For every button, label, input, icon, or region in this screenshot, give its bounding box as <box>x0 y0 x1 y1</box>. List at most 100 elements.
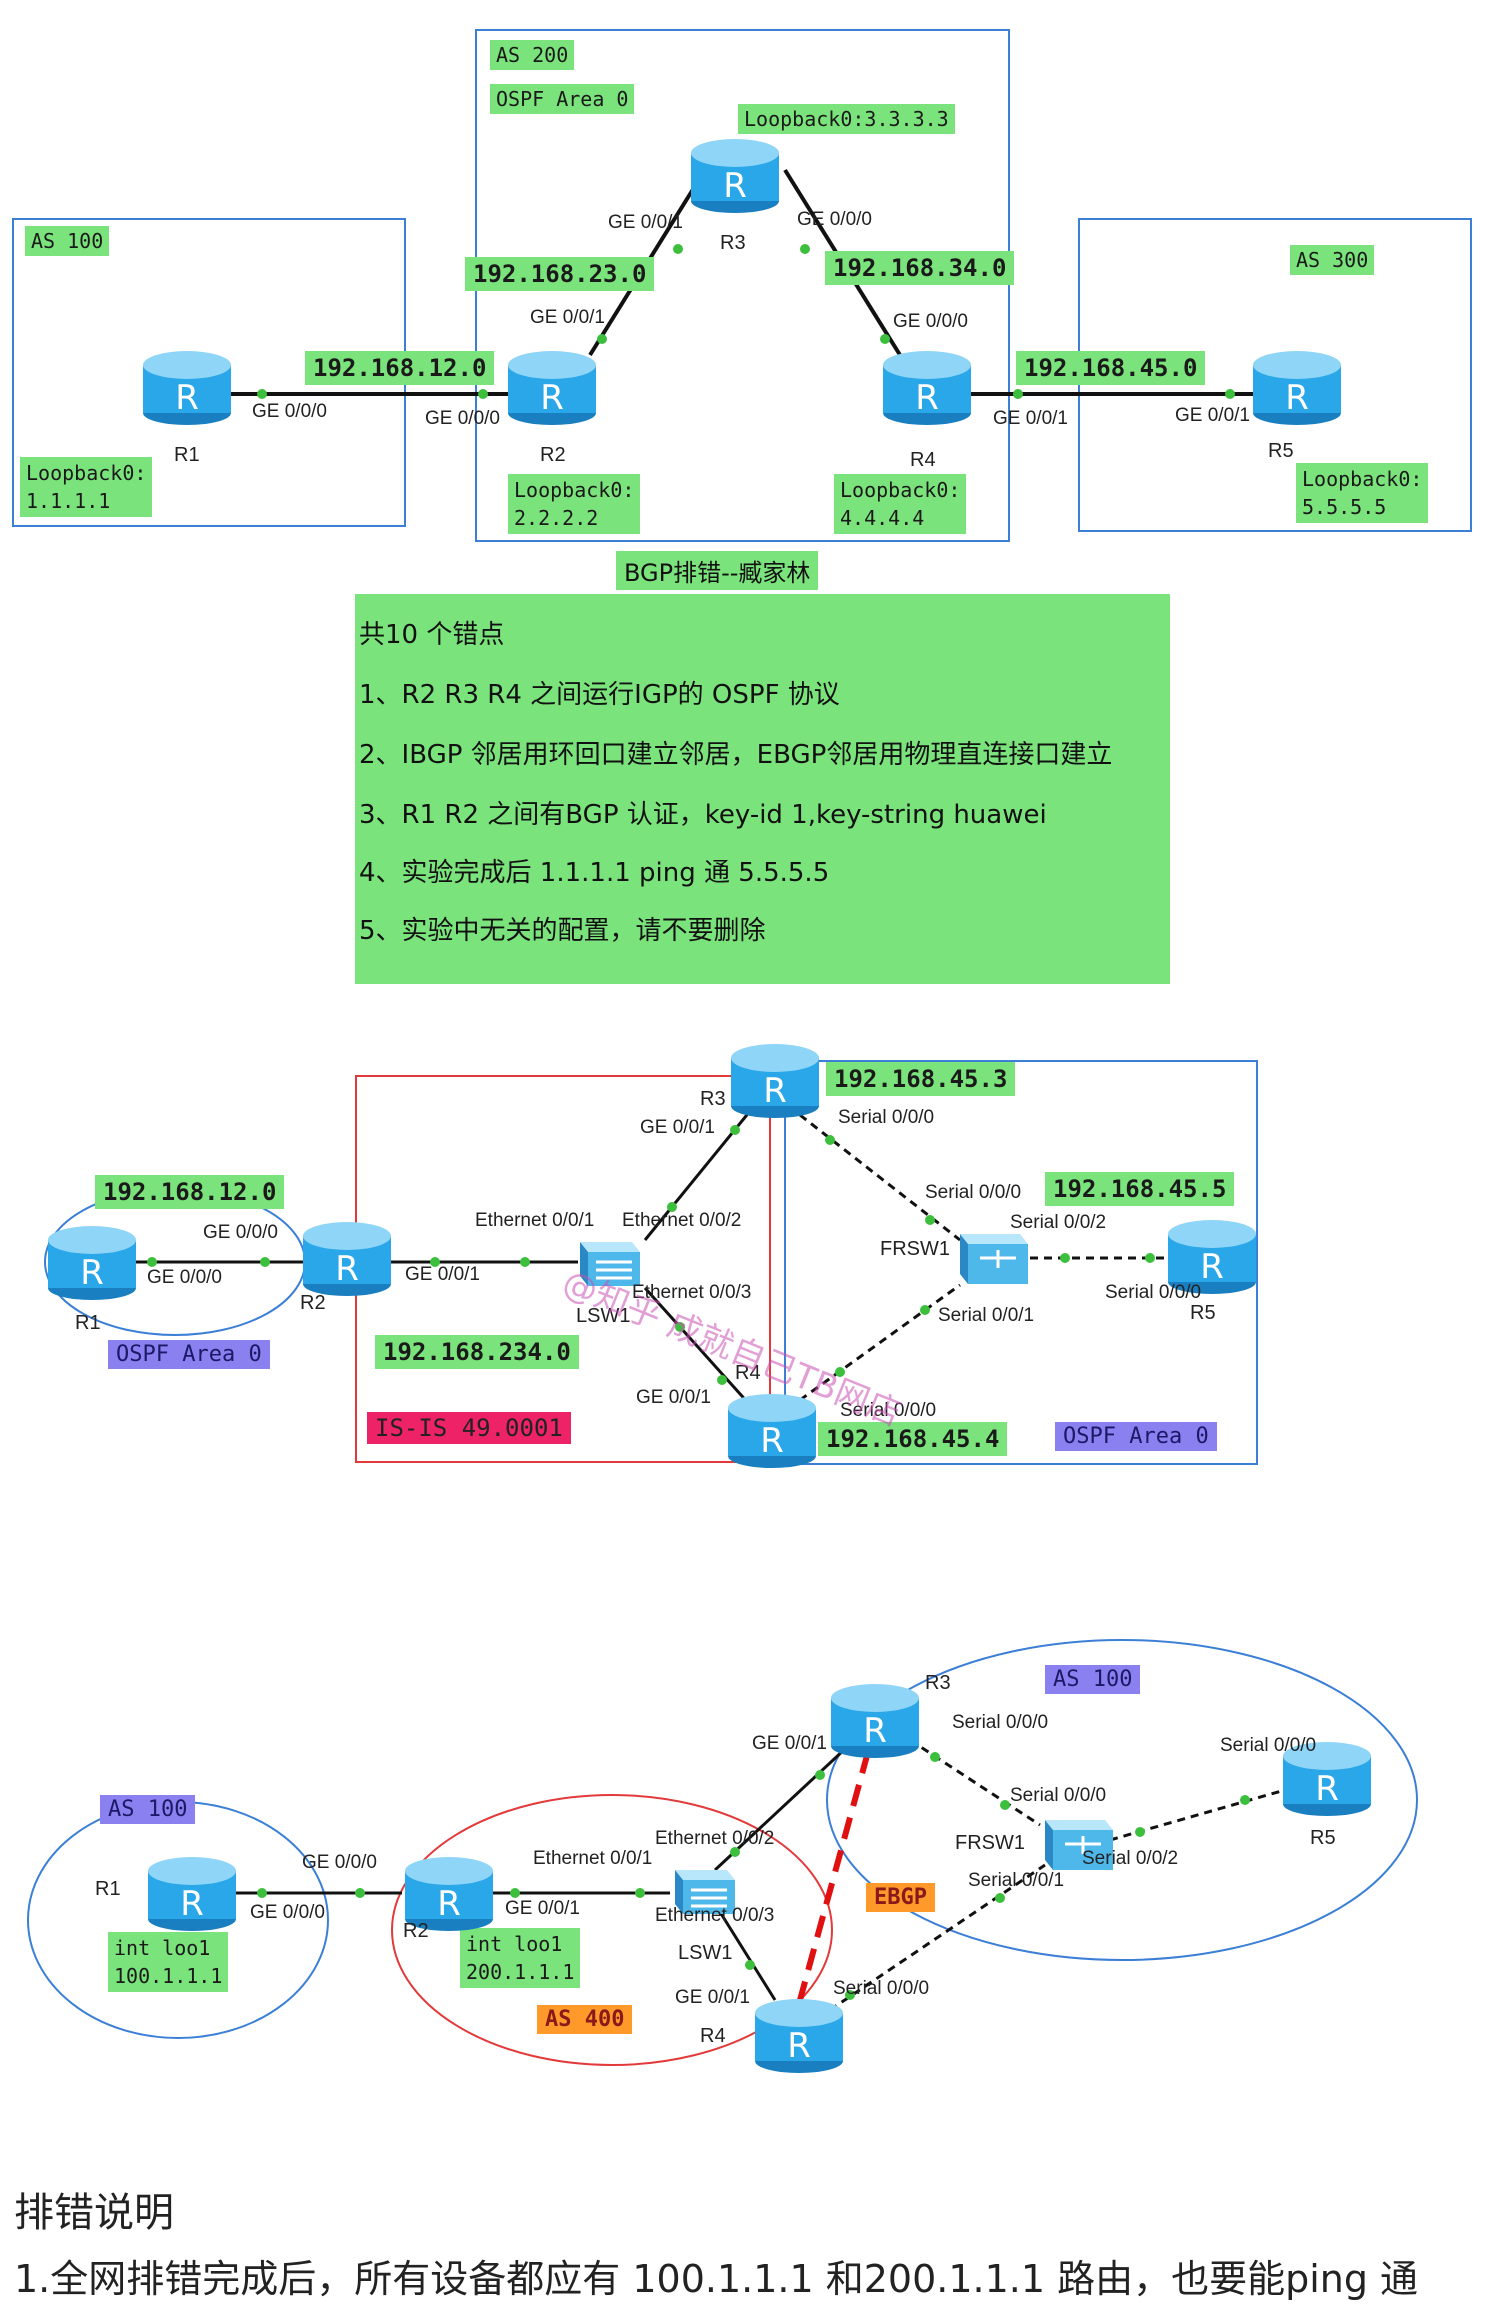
d2-net-234-label: 192.168.234.0 <box>375 1335 579 1369</box>
router-icon[interactable]: R <box>45 1222 139 1302</box>
d2-r2-name: R2 <box>300 1292 326 1314</box>
note-item: 4、实验完成后 1.1.1.1 ping 通 5.5.5.5 <box>359 858 830 888</box>
d1-net-34-label: 192.168.34.0 <box>825 251 1015 285</box>
d1-if-r3-right: GE 0/0/0 <box>797 209 872 230</box>
d1-as200-label: AS 200 <box>490 40 575 70</box>
router-icon[interactable]: R <box>300 1218 394 1298</box>
d1-r4-loopback: Loopback0:4.4.4.4 <box>834 474 967 534</box>
switch-icon[interactable] <box>570 1230 642 1292</box>
d3-r2-name: R2 <box>403 1920 429 1942</box>
d2-net-12-label: 192.168.12.0 <box>95 1175 285 1209</box>
diagram-title: BGP排错--臧家林 <box>616 551 819 590</box>
d3-if-r4-serial: Serial 0/0/0 <box>833 1978 930 1999</box>
d3-as100-right-label: AS 100 <box>1045 1665 1141 1694</box>
d3-as100-right-ellipse <box>826 1639 1418 1961</box>
d2-ospf-left-label: OSPF Area 0 <box>108 1340 270 1369</box>
svg-text:R: R <box>787 2026 811 2066</box>
router-icon[interactable]: R <box>752 1995 846 2075</box>
d2-r3-name: R3 <box>700 1088 726 1110</box>
d1-r2-loopback: Loopback0:2.2.2.2 <box>508 474 641 534</box>
router-icon[interactable]: R <box>402 1853 496 1933</box>
d2-if-r1: GE 0/0/0 <box>203 1222 278 1243</box>
d3-r1-name: R1 <box>95 1878 121 1900</box>
d1-r1-loopback: Loopback0:1.1.1.1 <box>20 457 153 517</box>
ebgp-dashed-link <box>797 1751 871 2001</box>
note-item: 2、IBGP 邻居用环回口建立邻居，EBGP邻居用物理直连接口建立 <box>359 740 1113 770</box>
svg-text:R: R <box>760 1421 784 1461</box>
d3-if-fr-serial0: Serial 0/0/0 <box>1010 1785 1107 1806</box>
d2-if-fr-serial0: Serial 0/0/0 <box>925 1182 1022 1203</box>
d1-net-12-label: 192.168.12.0 <box>305 351 495 385</box>
d3-if-lsw-e2: Ethernet 0/0/2 <box>655 1828 775 1849</box>
d1-if-r2-left: GE 0/0/0 <box>425 408 500 429</box>
d1-if-r5: GE 0/0/1 <box>1175 405 1250 426</box>
svg-text:R: R <box>175 378 199 418</box>
router-icon[interactable]: R <box>728 1040 822 1120</box>
d2-frsw1-name: FRSW1 <box>880 1238 950 1260</box>
d3-if-lsw-e1: Ethernet 0/0/1 <box>533 1848 653 1869</box>
d1-r5-loopback: Loopback0:5.5.5.5 <box>1296 463 1429 523</box>
d1-r5-name: R5 <box>1268 440 1294 462</box>
d3-frsw1-name: FRSW1 <box>955 1832 1025 1854</box>
notes-count: 共10 个错点 <box>359 620 505 650</box>
d2-r4-name: R4 <box>735 1362 761 1384</box>
d3-lsw1-name: LSW1 <box>678 1942 733 1964</box>
svg-text:R: R <box>1200 1247 1224 1287</box>
svg-text:R: R <box>763 1071 787 1111</box>
svg-text:R: R <box>1315 1769 1339 1809</box>
d3-if-r5-serial: Serial 0/0/0 <box>1220 1735 1317 1756</box>
note-item: 5、实验中无关的配置，请不要删除 <box>359 916 766 946</box>
svg-text:R: R <box>863 1711 887 1751</box>
d1-as300-label: AS 300 <box>1290 245 1375 275</box>
section-line-1: 1.全网排错完成后，所有设备都应有 100.1.1.1 和200.1.1.1 路… <box>14 2257 1419 2301</box>
router-icon[interactable]: R <box>828 1680 922 1760</box>
d1-r1-name: R1 <box>174 444 200 466</box>
svg-text:R: R <box>540 378 564 418</box>
note-item: 3、R1 R2 之间有BGP 认证，key-id 1,key-string hu… <box>359 800 1047 830</box>
svg-text:R: R <box>723 166 747 206</box>
note-item: 1、R2 R3 R4 之间运行IGP的 OSPF 协议 <box>359 680 840 710</box>
d2-ospf-right-label: OSPF Area 0 <box>1055 1422 1217 1451</box>
router-icon[interactable]: R <box>1165 1216 1259 1296</box>
d2-if-r3-ge: GE 0/0/1 <box>640 1117 715 1138</box>
d1-r3-loopback-label: Loopback0:3.3.3.3 <box>738 104 955 134</box>
d2-if-r4-ge: GE 0/0/1 <box>636 1387 711 1408</box>
d3-as100-left-label: AS 100 <box>100 1795 196 1824</box>
d3-as400-ellipse <box>391 1794 833 2066</box>
d2-r4-ip: 192.168.45.4 <box>818 1422 1008 1456</box>
svg-text:R: R <box>437 1884 461 1924</box>
router-icon[interactable]: R <box>688 135 782 215</box>
router-icon[interactable]: R <box>140 347 234 427</box>
d2-if-r2-right: GE 0/0/1 <box>405 1264 480 1285</box>
switch-icon[interactable] <box>665 1858 737 1920</box>
router-icon[interactable]: R <box>1280 1738 1374 1818</box>
svg-text:R: R <box>915 378 939 418</box>
d1-if-r4-right: GE 0/0/1 <box>993 408 1068 429</box>
d2-lsw1-name: LSW1 <box>576 1305 631 1327</box>
d2-r1-name: R1 <box>75 1312 101 1334</box>
router-icon[interactable]: R <box>505 347 599 427</box>
d3-if-r4-ge: GE 0/0/1 <box>675 1987 750 2008</box>
d1-net-45-label: 192.168.45.0 <box>1016 351 1206 385</box>
d1-ospf-area-label: OSPF Area 0 <box>490 84 635 114</box>
router-icon[interactable]: R <box>880 347 974 427</box>
d2-if-fr-serial1: Serial 0/0/1 <box>938 1305 1035 1326</box>
frame-relay-switch-icon[interactable] <box>950 1222 1032 1292</box>
svg-text:R: R <box>1285 378 1309 418</box>
d2-ospf-right-frame <box>784 1060 1258 1465</box>
d1-if-r3-left: GE 0/0/1 <box>608 212 683 233</box>
d1-r2-name: R2 <box>540 444 566 466</box>
d3-if-fr-serial1: Serial 0/0/1 <box>968 1870 1065 1891</box>
router-icon[interactable]: R <box>1250 347 1344 427</box>
d3-r4-name: R4 <box>700 2025 726 2047</box>
error-notes-box: 共10 个错点 1、R2 R3 R4 之间运行IGP的 OSPF 协议 2、IB… <box>355 594 1170 984</box>
d2-r3-ip: 192.168.45.3 <box>826 1062 1016 1096</box>
d3-if-r3-ge: GE 0/0/1 <box>752 1733 827 1754</box>
frame-relay-switch-icon[interactable] <box>1035 1808 1117 1878</box>
d2-if-r5-serial: Serial 0/0/0 <box>1105 1282 1202 1303</box>
d2-if-r4-serial: Serial 0/0/0 <box>840 1400 937 1421</box>
router-icon[interactable]: R <box>145 1853 239 1933</box>
router-icon[interactable]: R <box>725 1390 819 1470</box>
d2-r5-ip: 192.168.45.5 <box>1045 1172 1235 1206</box>
